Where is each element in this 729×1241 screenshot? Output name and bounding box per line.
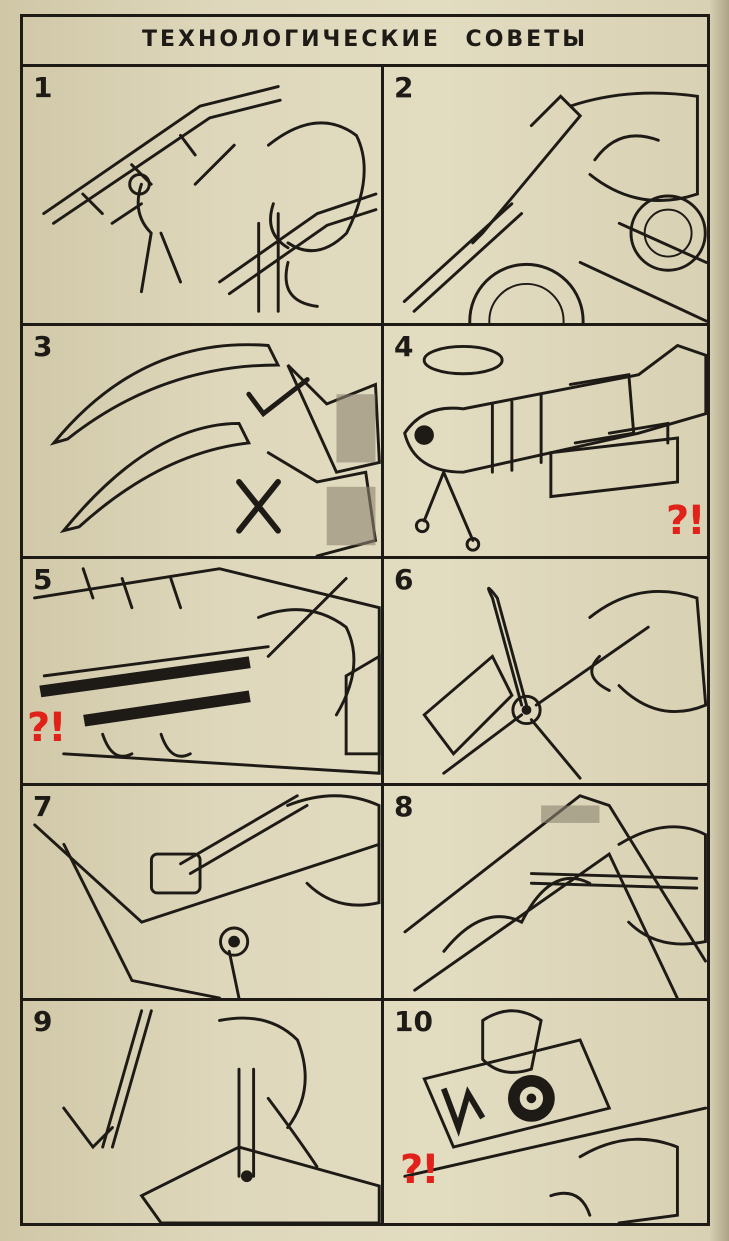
panel-number: 10: [394, 1005, 433, 1038]
page-title: ТЕХНОЛОГИЧЕСКИЕ СОВЕТЫ: [142, 26, 588, 52]
illustration-cut-wheel-from-sprue: [402, 91, 707, 323]
illustration-clean-edges: [49, 343, 381, 556]
illustration-cut-figure-from-sprue: [42, 85, 378, 313]
panel-4: 4 ?!: [381, 323, 710, 559]
panel-number: 7: [33, 790, 53, 823]
panel-5: 5 ?!: [20, 556, 384, 786]
panel-8: 8: [381, 783, 710, 1001]
illustration-apply-masking-tape: [33, 567, 381, 775]
illustration-drill-holes: [62, 1009, 381, 1223]
attention-mark: ?!: [27, 705, 66, 751]
illustration-glue-propeller: [422, 586, 707, 780]
panel-number: 5: [33, 563, 53, 596]
panel-number: 1: [33, 71, 53, 104]
illustration-apply-decals: [403, 1009, 707, 1223]
panel-number: 2: [394, 71, 414, 104]
panel-7: 7: [20, 783, 384, 1001]
panel-2: 2: [381, 64, 710, 326]
panel-number: 6: [394, 563, 414, 596]
panel-number: 8: [394, 790, 414, 823]
panel-10: 10 ?!: [381, 998, 710, 1226]
panel-number: 9: [33, 1005, 53, 1038]
illustration-attach-small-part-with-tweezers: [33, 794, 381, 998]
attention-mark: ?!: [400, 1147, 439, 1193]
illustration-cut-canopy-frame: [403, 794, 707, 998]
page-shadow: [709, 0, 729, 1241]
panel-6: 6: [381, 556, 710, 786]
panel-number: 4: [394, 330, 414, 363]
panel-9: 9: [20, 998, 384, 1226]
panel-number: 3: [33, 330, 53, 363]
panel-1: 1: [20, 64, 384, 326]
panel-3: 3: [20, 323, 384, 559]
illustration-assemble-engine: [403, 343, 707, 552]
attention-mark: ?!: [666, 498, 705, 544]
